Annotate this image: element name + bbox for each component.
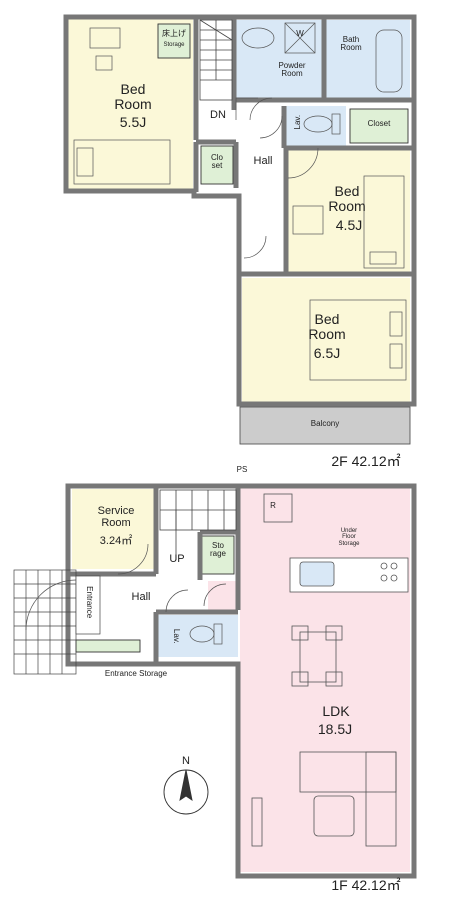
kitchen-counter xyxy=(263,493,409,593)
service-room-size: 3.24㎡ xyxy=(99,535,133,547)
floor2-area-label: 2F 42.12㎡ xyxy=(331,453,401,469)
hall-1f-label: Hall xyxy=(131,591,151,603)
bed-room-c-area xyxy=(242,278,410,402)
lav-1f-label: Lav. xyxy=(172,628,182,644)
doors-2f xyxy=(235,97,319,259)
dn-label: DN xyxy=(210,109,226,121)
bath-fixtures xyxy=(241,22,403,135)
toilet-2f-area xyxy=(286,106,346,146)
bath-room-name: Bath Room xyxy=(340,35,362,53)
closet-small-label: Clo set xyxy=(210,153,223,171)
ldk-name: LDK xyxy=(322,703,350,719)
storage-upper-en: Storage xyxy=(163,42,185,48)
bed-room-c-name: Bed Room xyxy=(308,311,346,342)
service-room-name: Service Room xyxy=(97,505,135,529)
dining-set xyxy=(291,625,343,687)
service-room-area xyxy=(72,489,154,569)
balcony-label: Balcony xyxy=(310,419,340,428)
storage-1f-area xyxy=(201,535,235,575)
ps-label: PS xyxy=(236,465,248,474)
balcony-area xyxy=(239,406,411,445)
bed-room-c-size: 6.5J xyxy=(313,345,341,361)
bath-room-area xyxy=(326,20,410,98)
compass-icon xyxy=(163,769,209,815)
entrance-storage-area xyxy=(75,639,141,653)
storage-1f-label: Sto rage xyxy=(209,541,226,559)
bed-room-b-size: 4.5J xyxy=(335,217,363,233)
closet-area xyxy=(349,108,409,144)
stairs-1f xyxy=(159,489,237,560)
powder-room-area xyxy=(236,20,322,98)
lav-2f-label: Lav. xyxy=(292,114,302,130)
living-set xyxy=(251,751,397,847)
floor1-area-label: 1F 42.12㎡ xyxy=(331,877,401,893)
entrance-label: Entrance xyxy=(85,586,95,619)
entrance-tiles xyxy=(13,569,101,675)
powder-room-mark: W xyxy=(296,29,304,38)
storage-upper-jp: 床上げ xyxy=(162,29,186,38)
bed-room-a-furniture xyxy=(73,27,171,185)
compass-label: N xyxy=(182,755,190,767)
entrance-storage-label: Entrance Storage xyxy=(104,669,168,678)
up-label: UP xyxy=(169,553,185,565)
hall-2f-label: Hall xyxy=(253,155,273,167)
stairs-2f xyxy=(199,19,233,101)
ldk-size: 18.5J xyxy=(317,721,353,737)
closet-label: Closet xyxy=(367,119,391,128)
bed-room-b-name: Bed Room xyxy=(328,183,366,214)
powder-room-name: Powder Room xyxy=(278,61,306,79)
bed-room-a-size: 5.5J xyxy=(119,114,147,130)
walls-2f xyxy=(63,14,417,407)
r-mark: R xyxy=(270,501,276,510)
doors-1f xyxy=(117,543,227,613)
closet-small-area xyxy=(200,145,234,185)
bed-room-b-furniture xyxy=(292,175,405,269)
walls-1f xyxy=(65,483,417,879)
storage-upper-area xyxy=(157,23,191,59)
toilet-1f-fixtures xyxy=(189,623,223,645)
toilet-1f-area xyxy=(158,615,238,657)
under-floor-storage-label: Under Floor Storage xyxy=(338,528,360,547)
bed-room-a-name: Bed Room xyxy=(114,81,152,112)
bed-room-c-furniture xyxy=(309,299,407,381)
